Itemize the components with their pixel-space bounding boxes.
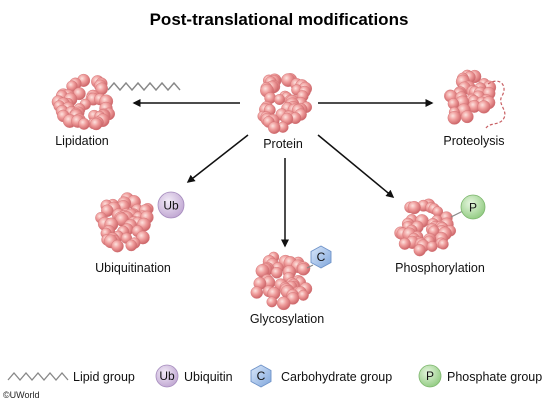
phosphate-icon (460, 194, 486, 220)
legend-carbohydrate-symbol: C (257, 369, 266, 383)
protein-bead (250, 286, 263, 299)
ubiquitin-icon (157, 191, 185, 219)
phosphorylated-protein-cluster (394, 198, 457, 257)
arrow-to-phosphorylation (317, 134, 395, 198)
protein-bead (274, 93, 286, 105)
legend-carbohydrate-label: Carbohydrate group (281, 370, 392, 384)
lipidation-node: Lipidation (51, 73, 181, 148)
protein-bead (125, 239, 138, 252)
protein-bead (276, 296, 291, 311)
lipid-chain-icon (7, 372, 69, 381)
protein-bead (78, 118, 90, 130)
phosphate-icon (418, 364, 442, 388)
protein-bead (447, 111, 462, 125)
phosphate-link (450, 210, 464, 218)
proteolysis-node: Proteolysis (443, 69, 506, 148)
protein-bead (407, 201, 421, 215)
protein-bead (426, 241, 438, 252)
legend-item-lipid: Lipid group (7, 370, 135, 384)
ubiquitination-node: Ub Ubiquitination (95, 191, 185, 275)
ubiquitination-label: Ubiquitination (95, 261, 171, 275)
legend-item-ubiquitin: Ub Ubiquitin (155, 364, 233, 388)
diagram-title: Post-translational modifications (150, 10, 409, 29)
glycosylated-protein-cluster (250, 251, 313, 311)
protein-bead (89, 117, 103, 131)
protein-bead (111, 239, 124, 253)
copyright: ©UWorld (3, 390, 39, 400)
legend-phosphate-label: Phosphate group (447, 370, 542, 384)
phosphorylation-node: P Phosphorylation (394, 194, 486, 275)
legend: Lipid group Ub Ubiquitin C Carbohydrate … (7, 364, 542, 388)
ubiquitin-symbol: Ub (163, 199, 179, 213)
carbohydrate-hexagon-icon (250, 364, 272, 388)
protein-bead (437, 238, 449, 250)
protein-bead (268, 121, 281, 134)
protein-bead (270, 266, 283, 279)
carbohydrate-symbol: C (317, 250, 326, 264)
glycosylation-node: C Glycosylation (250, 245, 332, 326)
legend-phosphate-symbol: P (426, 369, 434, 383)
protein-bead (398, 237, 411, 250)
protein-bead (297, 289, 309, 301)
ubiquitinated-protein-cluster (95, 192, 154, 253)
cleaved-fragment (485, 80, 506, 129)
protein-bead (413, 244, 426, 257)
lipidated-protein-cluster (51, 73, 115, 131)
ubiquitin-icon (155, 364, 179, 388)
glycosylation-label: Glycosylation (250, 312, 324, 326)
cleaved-protein-cluster (443, 69, 497, 125)
arrow-to-ubiquitination (186, 134, 249, 183)
phosphate-symbol: P (469, 201, 477, 215)
phosphorylation-label: Phosphorylation (395, 261, 485, 275)
protein-bead (266, 296, 278, 308)
arrows (132, 99, 434, 248)
lipidation-label: Lipidation (55, 134, 109, 148)
proteolysis-label: Proteolysis (443, 134, 504, 148)
legend-ubiquitin-symbol: Ub (159, 369, 175, 383)
legend-lipid-label: Lipid group (73, 370, 135, 384)
protein-bead (460, 110, 474, 124)
protein-bead (297, 262, 310, 276)
carbohydrate-hexagon-icon (310, 245, 332, 269)
protein-label: Protein (263, 137, 303, 151)
glyco-link (306, 264, 314, 269)
protein-bead (477, 100, 491, 114)
lipid-chain (107, 81, 181, 92)
protein-center-cluster (257, 73, 313, 134)
legend-item-phosphate: P Phosphate group (418, 364, 542, 388)
legend-item-carbohydrate: C Carbohydrate group (250, 364, 392, 388)
legend-ubiquitin-label: Ubiquitin (184, 370, 233, 384)
